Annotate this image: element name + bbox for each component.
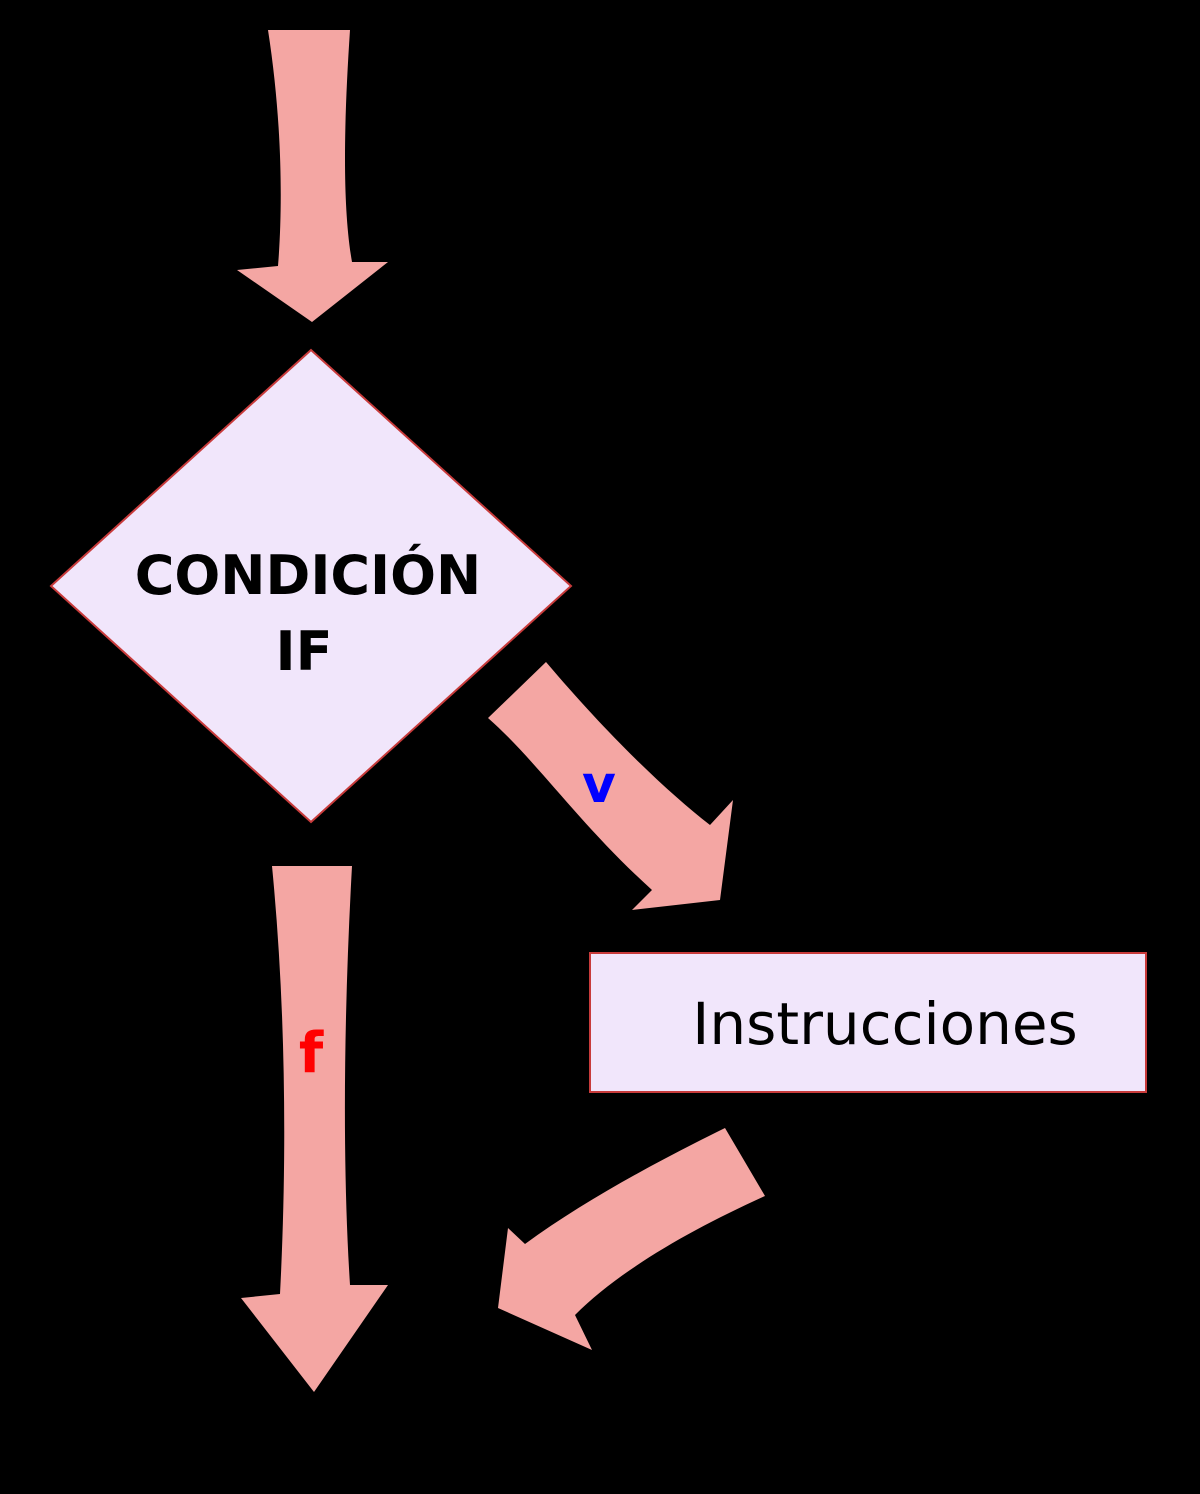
process-box: [589, 952, 1147, 1093]
return-arrow: [498, 1128, 765, 1350]
decision-label-line2: IF: [276, 620, 333, 683]
decision-label-line1: CONDICIÓN: [135, 544, 481, 607]
process-label: Instrucciones: [692, 990, 1077, 1058]
decision-diamond: [49, 348, 573, 824]
true-branch-label: v: [582, 755, 616, 815]
false-branch-label: f: [299, 1021, 324, 1086]
false-branch-arrow: [241, 866, 388, 1392]
true-branch-arrow: [488, 662, 733, 910]
entry-arrow: [237, 30, 388, 322]
